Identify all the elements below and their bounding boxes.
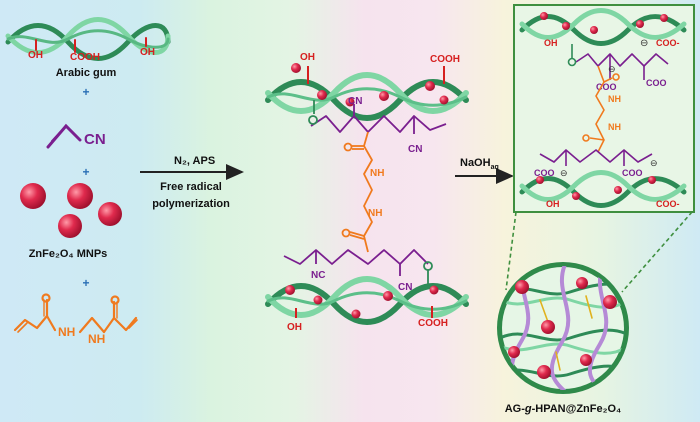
product-oh-top: OH [544,38,558,48]
product-coo-bottom: COO- [656,199,680,209]
gum-oh-left-label: OH [28,50,43,61]
intermediate-nh-a: NH [370,168,384,179]
step2-reagent: NaOHaq [460,157,499,171]
neg-charge-2: ⊖ [608,64,616,74]
zoom-lines [505,211,693,293]
intermediate-top-cooh: COOH [430,54,460,65]
product-coo-d: COO [622,168,643,178]
product-oh-bottom: OH [546,199,560,209]
step1-conditions-line1: N₂, APS [174,155,215,167]
pan-graft-chain-bottom [283,249,429,276]
mba-nh-right-label: NH [88,332,105,346]
acrylonitrile-cn-label: CN [84,131,106,148]
product-ether-top [567,44,577,67]
pan-graft-chain-top [310,104,447,134]
hpan-chain-bottom [539,149,653,166]
plus-sign-3: + [82,276,89,290]
mba-bridge-intermediate [341,131,373,253]
polysaccharide-strand-icon [519,8,687,46]
product-coo-top: COO- [656,38,680,48]
arabic-gum-label: Arabic gum [56,67,117,79]
gum-cooh-label: COOH [70,52,100,63]
plus-sign-2: + [82,165,89,179]
product-coo-a: COO [596,82,617,92]
hpan-chain-top [575,53,669,80]
neg-charge-4: ⊖ [650,158,658,168]
neg-charge-1: ⊖ [640,38,648,49]
mba-nh-left-label: NH [58,325,75,339]
product-label: AG-g-HPAN@ZnFe₂O₄ [505,403,622,415]
product-nh-b: NH [608,122,621,132]
magnetic-nanoparticle-icon [20,183,122,238]
intermediate-bottom-bonds [295,306,433,318]
product-top-particles [540,12,668,34]
mba-crosslinker-structure [13,293,138,334]
intermediate-top-particles [291,63,449,107]
step1-conditions-line2: Free radical [160,181,222,193]
intermediate-bottom-particles [285,285,439,319]
step1-conditions-line3: polymerization [152,198,230,210]
neg-charge-3: ⊖ [560,168,568,178]
product-nh-a: NH [608,94,621,104]
intermediate-bottom-oh: OH [287,322,302,333]
mnp-label: ZnFe₂O₄ MNPs [29,248,108,260]
intermediate-nc: NC [311,270,325,281]
acrylonitrile-structure [46,123,82,149]
intermediate-cn-a: CN [348,96,362,107]
gum-oh-right-label: OH [140,47,155,58]
arabic-gum-strand-icon [5,17,171,61]
intermediate-bottom-cooh: COOH [418,318,448,329]
product-bottom-particles [536,176,656,200]
product-coo-b: COO [646,78,667,88]
intermediate-cn-b: CN [408,144,422,155]
intermediate-cn-c: CN [398,282,412,293]
intermediate-top-oh: OH [300,52,315,63]
intermediate-top-bonds [307,66,445,84]
product-coo-c: COO [534,168,555,178]
mba-bridge-product [582,65,620,153]
plus-sign-1: + [82,85,89,99]
ether-link-bottom [423,261,433,286]
ether-link-top [308,100,318,125]
intermediate-nh-b: NH [368,208,382,219]
